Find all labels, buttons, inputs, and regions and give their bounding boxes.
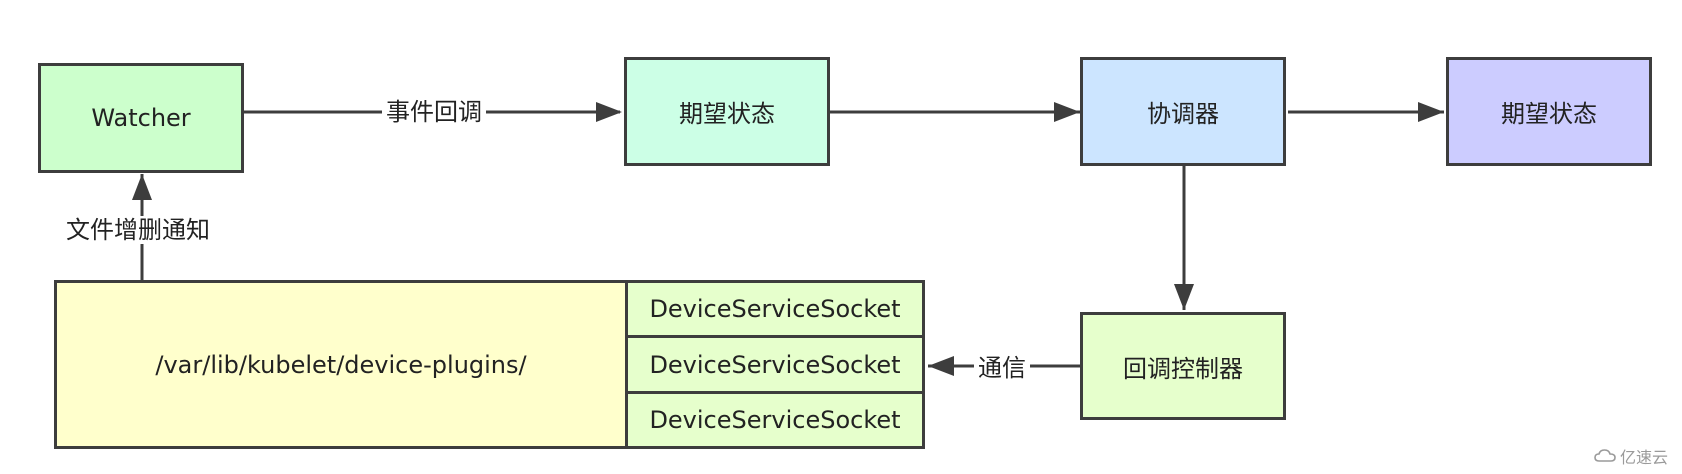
edge-watcher-to-desired-state-arrowhead xyxy=(596,102,622,122)
file-change-notify-label: 文件增删通知 xyxy=(62,216,214,244)
callback-controller-node: 回调控制器 xyxy=(1080,312,1286,420)
coordinator-node: 协调器 xyxy=(1080,57,1286,166)
desired-state-node-2: 期望状态 xyxy=(1446,57,1652,166)
event-callback-label: 事件回调 xyxy=(382,98,486,126)
socket-node: DeviceServiceSocket xyxy=(625,280,925,338)
plugin-dir-label: /var/lib/kubelet/device-plugins/ xyxy=(155,350,527,379)
edge-coordinator-to-callback-controller-arrowhead xyxy=(1174,284,1194,310)
watcher-label: Watcher xyxy=(91,104,191,132)
socket-label: DeviceServiceSocket xyxy=(649,350,901,379)
communication-label: 通信 xyxy=(974,354,1030,382)
cloud-logo-icon xyxy=(1594,449,1616,462)
socket-label: DeviceServiceSocket xyxy=(649,406,901,434)
edge-desired-state-to-coordinator-arrowhead xyxy=(1054,102,1080,122)
edge-callback-controller-to-sockets-arrowhead xyxy=(928,356,954,376)
desired-state-label: 期望状态 xyxy=(679,100,775,128)
watcher-node: Watcher xyxy=(38,63,244,173)
socket-label: DeviceServiceSocket xyxy=(649,295,901,323)
coordinator-label: 协调器 xyxy=(1147,100,1219,128)
watermark: 亿速云 xyxy=(1594,444,1668,468)
socket-node: DeviceServiceSocket xyxy=(625,391,925,449)
callback-controller-label: 回调控制器 xyxy=(1123,354,1243,383)
watermark-text: 亿速云 xyxy=(1619,448,1668,467)
plugin-dir-node: /var/lib/kubelet/device-plugins/ xyxy=(54,280,628,449)
desired-state-label-2: 期望状态 xyxy=(1501,100,1597,128)
desired-state-node: 期望状态 xyxy=(624,57,830,166)
socket-node: DeviceServiceSocket xyxy=(625,335,925,394)
edge-coordinator-to-desired-state-2-arrowhead xyxy=(1418,102,1444,122)
edge-plugin-dir-to-watcher-arrowhead xyxy=(132,174,152,200)
